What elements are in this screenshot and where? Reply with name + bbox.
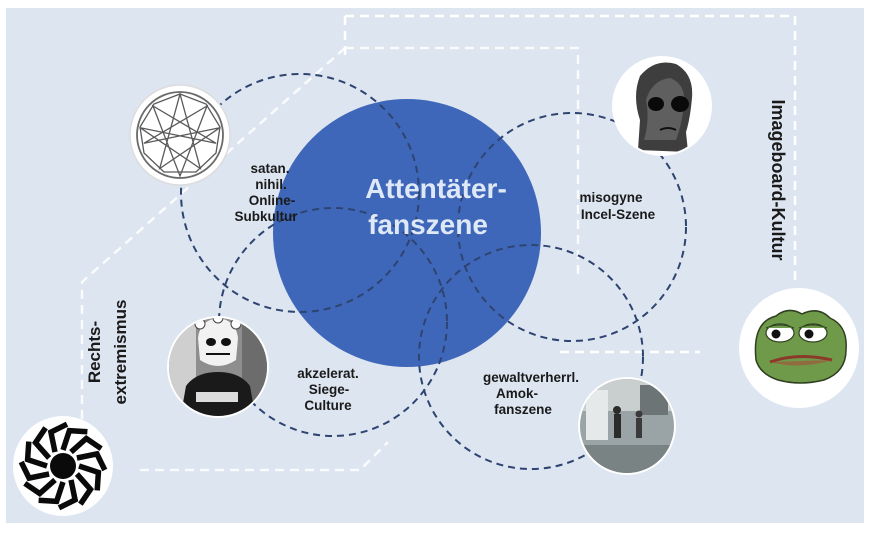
black-sun-ray	[69, 435, 103, 455]
black-sun-ray	[74, 472, 94, 506]
black-sun-ray	[76, 450, 108, 472]
circle-incel	[457, 112, 687, 342]
black-sun-ray	[57, 479, 79, 511]
circle-siege	[218, 207, 448, 437]
siege-label-line1: akzelerat.	[297, 366, 359, 381]
rechts-label-line1: Rechts-	[85, 321, 104, 383]
black-sun-ray	[60, 427, 88, 451]
rechts-frame	[80, 46, 580, 472]
center-label-line1: Attentäter-	[365, 173, 507, 204]
black-sun-icon	[13, 416, 113, 516]
black-sun-ray	[32, 426, 52, 460]
black-sun-ray	[78, 463, 102, 491]
amok-label-line1: gewaltverherrl.	[483, 370, 579, 385]
siege-label-line2: Siege-	[309, 382, 350, 397]
skull-face-icon	[612, 56, 712, 156]
center-label-line2: fanszene	[368, 209, 488, 240]
center-circle	[273, 99, 541, 367]
black-sun-ray	[18, 460, 50, 482]
satan-label-line4: Subkultur	[235, 209, 299, 224]
satan-label-line2: nihil.	[255, 177, 287, 192]
amok-label-line2: Amok-	[496, 386, 538, 401]
black-sun-ray	[24, 441, 48, 469]
nine-pointed-star-icon	[129, 84, 231, 186]
frog-meme-icon	[739, 288, 859, 408]
satan-label-line3: Online-	[249, 193, 296, 208]
circle-amok	[418, 244, 644, 470]
incel-label-line2: Incel-Szene	[581, 207, 656, 222]
black-sun-ray	[23, 477, 57, 497]
satan-label-line1: satan.	[250, 161, 289, 176]
masked-figure-photo-icon	[167, 316, 269, 418]
incel-label-line1: misogyne	[579, 190, 643, 205]
black-sun-ray	[38, 481, 66, 505]
siege-label-line3: Culture	[304, 398, 352, 413]
black-sun-ray	[47, 421, 69, 453]
imageboard-label: Imageboard-Kultur	[768, 99, 788, 260]
circle-satan	[180, 73, 420, 313]
rechts-label-line2: extremismus	[111, 300, 130, 405]
amok-label-line3: fanszene	[494, 402, 552, 417]
